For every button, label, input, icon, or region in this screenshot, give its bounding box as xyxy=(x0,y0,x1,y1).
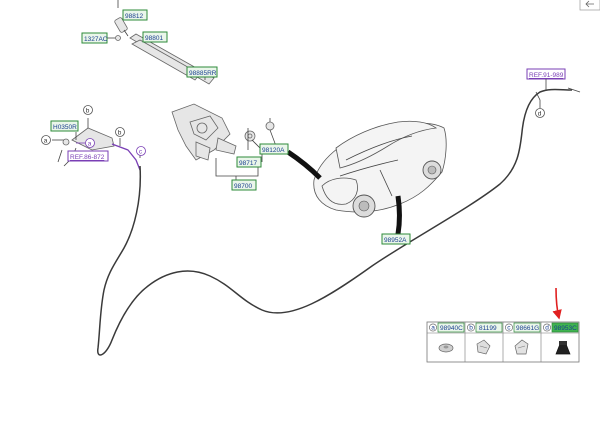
svg-text:98940C: 98940C xyxy=(440,325,463,332)
legend-cell-a[interactable]: a 98940C xyxy=(429,322,465,353)
svg-text:98717: 98717 xyxy=(239,160,257,167)
svg-text:98700: 98700 xyxy=(234,183,252,190)
hose-callout xyxy=(395,195,402,235)
part-label-98120a[interactable]: 98120A xyxy=(259,143,289,155)
svg-text:b: b xyxy=(469,325,473,332)
wiper-motor-linkage xyxy=(171,103,277,184)
ref-link-86-872[interactable]: REF.86-872 xyxy=(67,150,109,162)
svg-text:a: a xyxy=(44,137,48,144)
washer-hose xyxy=(97,88,573,356)
highlight-arrow-icon xyxy=(552,287,562,320)
part-label-98885rr[interactable]: 98885RR xyxy=(186,66,218,78)
svg-text:c: c xyxy=(507,325,511,332)
ref-link-91-989[interactable]: REF.91-989 xyxy=(526,68,566,80)
svg-text:d: d xyxy=(538,110,542,117)
svg-text:a: a xyxy=(431,325,435,332)
svg-text:H0350R: H0350R xyxy=(53,124,77,131)
svg-text:81199: 81199 xyxy=(479,325,497,332)
part-label-h0350r[interactable]: H0350R xyxy=(50,120,79,132)
part-label-1327ac[interactable]: 1327AC xyxy=(81,32,108,44)
svg-text:98952A: 98952A xyxy=(384,237,407,244)
svg-text:98801: 98801 xyxy=(145,35,163,42)
svg-text:REF.86-872: REF.86-872 xyxy=(70,154,105,161)
reference-hose-segment xyxy=(111,143,141,171)
vehicle-illustration xyxy=(313,120,447,218)
callout-b-right: b xyxy=(115,127,125,137)
legend-cell-d[interactable]: d 98953C xyxy=(543,322,579,355)
svg-text:98120A: 98120A xyxy=(262,147,285,154)
part-label-98717[interactable]: 98717 xyxy=(236,156,262,168)
legend-cell-c[interactable]: c 98661G xyxy=(505,322,541,355)
parts-legend-table: a 98940C b 81199 c 98661G d xyxy=(426,321,580,363)
part-label-98952a[interactable]: 98952A xyxy=(381,233,411,245)
part-label-98801[interactable]: 98801 xyxy=(142,31,168,43)
part-label-98700[interactable]: 98700 xyxy=(231,179,257,191)
callout-d: d xyxy=(535,108,545,118)
rear-wiper-callout xyxy=(286,149,322,180)
back-arrow-icon[interactable] xyxy=(579,0,600,11)
svg-text:d: d xyxy=(545,325,549,332)
svg-text:1327AC: 1327AC xyxy=(84,36,108,43)
svg-text:98661G: 98661G xyxy=(516,325,539,332)
svg-text:c: c xyxy=(139,148,143,155)
svg-text:98885RR: 98885RR xyxy=(189,70,217,77)
legend-cell-b[interactable]: b 81199 xyxy=(467,322,503,355)
callout-b-top: b xyxy=(83,105,93,115)
svg-text:REF.91-989: REF.91-989 xyxy=(529,72,564,79)
svg-text:b: b xyxy=(118,129,122,136)
callout-a-purple: a xyxy=(85,138,95,148)
callout-a-left: a xyxy=(41,135,51,145)
svg-text:98812: 98812 xyxy=(125,13,143,20)
callout-c: c xyxy=(136,146,146,156)
svg-text:a: a xyxy=(88,140,92,147)
svg-text:b: b xyxy=(86,107,90,114)
svg-text:98953C: 98953C xyxy=(554,325,577,332)
part-label-98812[interactable]: 98812 xyxy=(122,9,148,21)
